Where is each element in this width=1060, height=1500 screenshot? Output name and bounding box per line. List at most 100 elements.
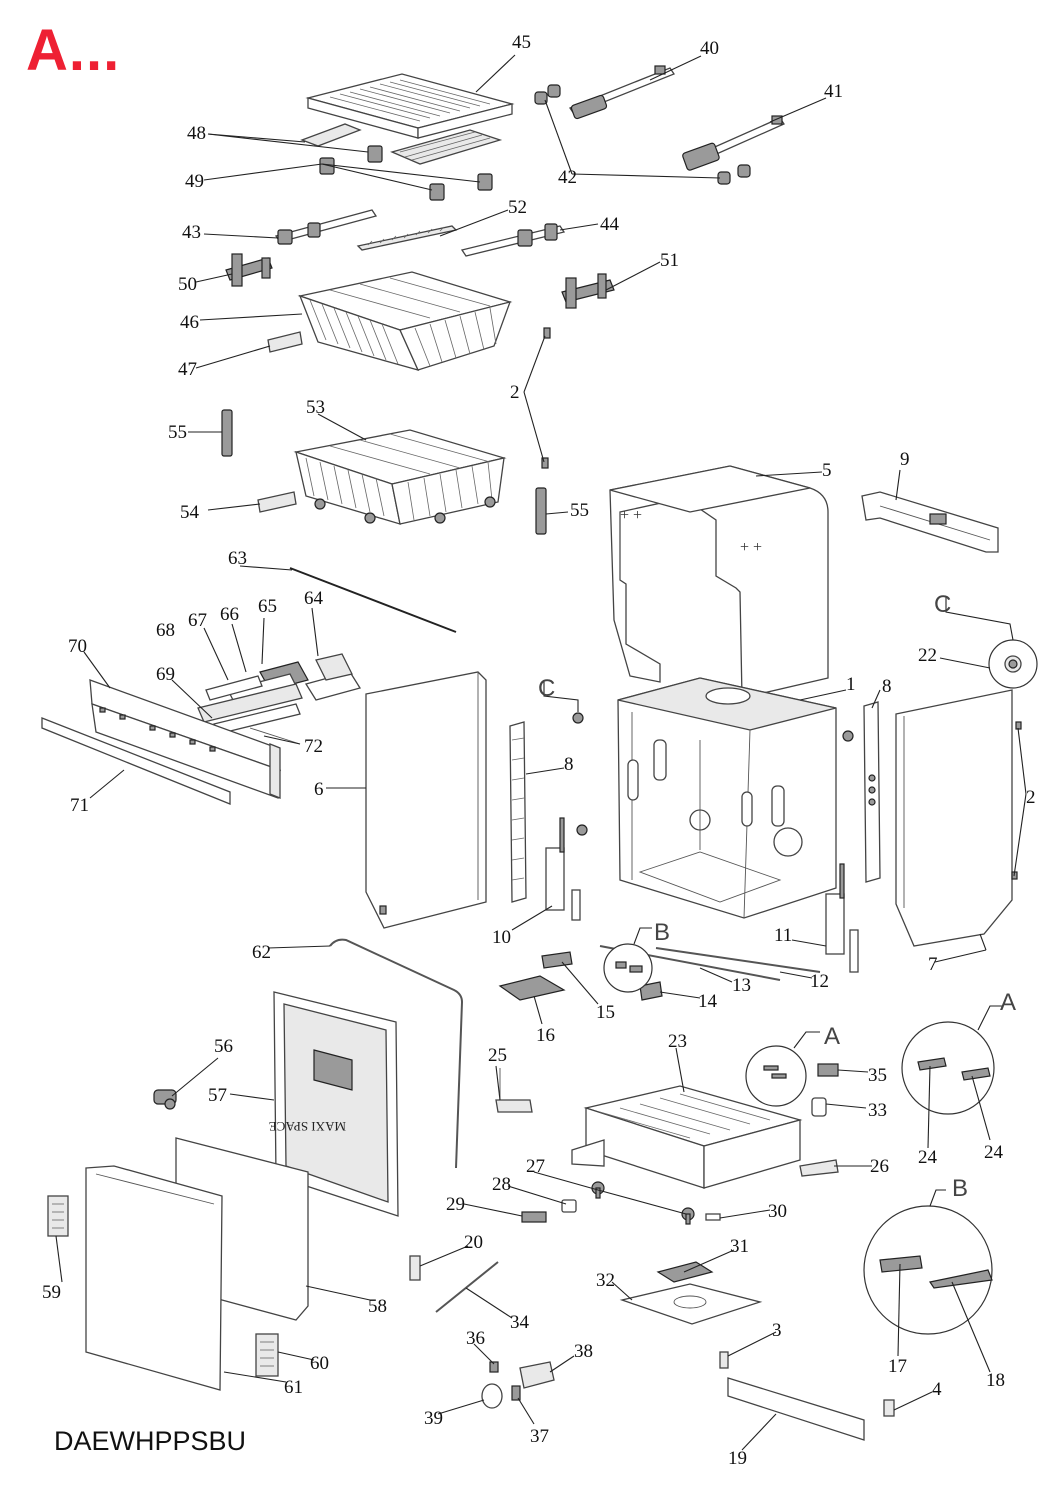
callout-55-right: 55 (570, 500, 589, 521)
top-rail-part-9 (861, 491, 999, 553)
adjuster-part-51 (561, 273, 615, 309)
callout-26: 26 (870, 1156, 889, 1177)
clip-part-60 (255, 1333, 279, 1377)
callout-52: 52 (508, 197, 527, 218)
callout-23: 23 (668, 1031, 687, 1052)
callout-25: 25 (488, 1045, 507, 1066)
callout-70: 70 (68, 636, 87, 657)
fastener-c-points (572, 712, 854, 836)
lower-basket-part-53 (293, 429, 507, 525)
callout-15: 15 (596, 1002, 615, 1023)
part-38 (519, 1361, 555, 1389)
upper-basket-part-46 (297, 271, 513, 372)
callout-24-right: 24 (984, 1142, 1004, 1163)
callout-28: 28 (492, 1174, 511, 1195)
sheet-title: A... (26, 18, 121, 83)
callout-46: 46 (180, 312, 199, 333)
callout-51: 51 (660, 250, 679, 271)
tub-part-1 (617, 677, 837, 919)
guide-part-52 (356, 225, 458, 251)
callout-55-left: 55 (168, 422, 187, 443)
callout-36: 36 (466, 1328, 485, 1349)
detail-letter-c-left: C (538, 675, 555, 702)
basket-label-part-47 (267, 331, 303, 353)
adjuster-part-50 (225, 253, 273, 287)
detail-circle-b-large: B (863, 1175, 993, 1335)
callout-labels: 45 40 41 48 49 42 43 52 44 50 51 46 47 2… (42, 32, 1036, 1469)
detail-marker-c-left: C (538, 675, 579, 712)
callout-6: 6 (314, 779, 324, 800)
rail-part-44 (460, 223, 566, 257)
part-33 (811, 1097, 827, 1117)
callout-32: 32 (596, 1270, 615, 1291)
part-3 (719, 1351, 729, 1369)
control-panel-part-70 (89, 679, 282, 799)
callout-39: 39 (424, 1408, 443, 1429)
callout-42: 42 (558, 167, 577, 188)
bracket-part-15 (541, 951, 573, 969)
callout-68: 68 (156, 620, 175, 641)
callout-67: 67 (188, 610, 207, 631)
callout-16: 16 (536, 1025, 555, 1046)
kickplate-part-19 (727, 1377, 865, 1441)
callout-45: 45 (512, 32, 531, 53)
callout-62: 62 (252, 942, 271, 963)
foot-part-27-30 (591, 1181, 721, 1225)
upper-rail-part-41 (682, 115, 785, 171)
clip-part-2-upper (541, 327, 551, 469)
callout-41: 41 (824, 81, 843, 102)
svg-text:+ +: + + (620, 507, 642, 524)
callout-14: 14 (698, 991, 718, 1012)
cutlery-tray-part-45 (305, 73, 515, 139)
callout-2-right: 2 (1026, 787, 1036, 808)
detail-letter-b-small: B (654, 919, 670, 946)
callout-11: 11 (774, 925, 792, 946)
bracket-part-64 (304, 653, 362, 701)
inner-door-part-57: MAXI SPACE (269, 991, 399, 1217)
callout-54: 54 (180, 502, 200, 523)
callout-4: 4 (932, 1379, 942, 1400)
callout-48: 48 (187, 123, 206, 144)
side-strip-part-8-left (509, 721, 527, 903)
callout-8-right: 8 (882, 676, 892, 697)
bracket-part-14 (639, 981, 663, 1001)
callout-12: 12 (810, 971, 829, 992)
latch-part-56 (153, 1089, 177, 1110)
callout-49: 49 (185, 171, 204, 192)
callout-69: 69 (156, 664, 175, 685)
side-panel-part-6 (365, 671, 487, 929)
callout-72: 72 (304, 736, 323, 757)
callout-63: 63 (228, 548, 247, 569)
board-part-67 (205, 675, 263, 701)
callout-22: 22 (918, 645, 937, 666)
callout-58: 58 (368, 1296, 387, 1317)
rod-part-34 (435, 1261, 499, 1313)
callout-64: 64 (304, 588, 324, 609)
callout-1: 1 (846, 674, 856, 695)
detail-circle-c: C (934, 591, 1038, 689)
side-strip-part-8-right (863, 701, 881, 883)
callout-8-left: 8 (564, 754, 574, 775)
trim-strip-part-71 (41, 717, 231, 805)
door-panel-text: MAXI SPACE (269, 1119, 346, 1134)
callout-10: 10 (492, 927, 511, 948)
detail-letter-b-large: B (952, 1175, 968, 1202)
callout-9: 9 (900, 449, 910, 470)
detail-letter-c-main: C (934, 591, 951, 618)
door-seal-part-62 (329, 938, 464, 1169)
callout-35: 35 (868, 1065, 887, 1086)
callout-66: 66 (220, 604, 239, 625)
clip-part-28 (561, 1199, 577, 1213)
callout-13: 13 (732, 975, 751, 996)
detail-letter-a-large: A (1000, 989, 1016, 1016)
part-37 (511, 1385, 521, 1401)
callout-57: 57 (208, 1085, 227, 1106)
callout-40: 40 (700, 38, 719, 59)
hinge-part-10 (545, 817, 581, 921)
callout-24-left: 24 (918, 1147, 938, 1168)
callout-53: 53 (306, 397, 325, 418)
part-35 (817, 1063, 839, 1077)
foot-part-26 (799, 1159, 839, 1177)
model-code: DAEWHPPSBU (54, 1426, 247, 1456)
hinge-part-11 (825, 863, 859, 973)
